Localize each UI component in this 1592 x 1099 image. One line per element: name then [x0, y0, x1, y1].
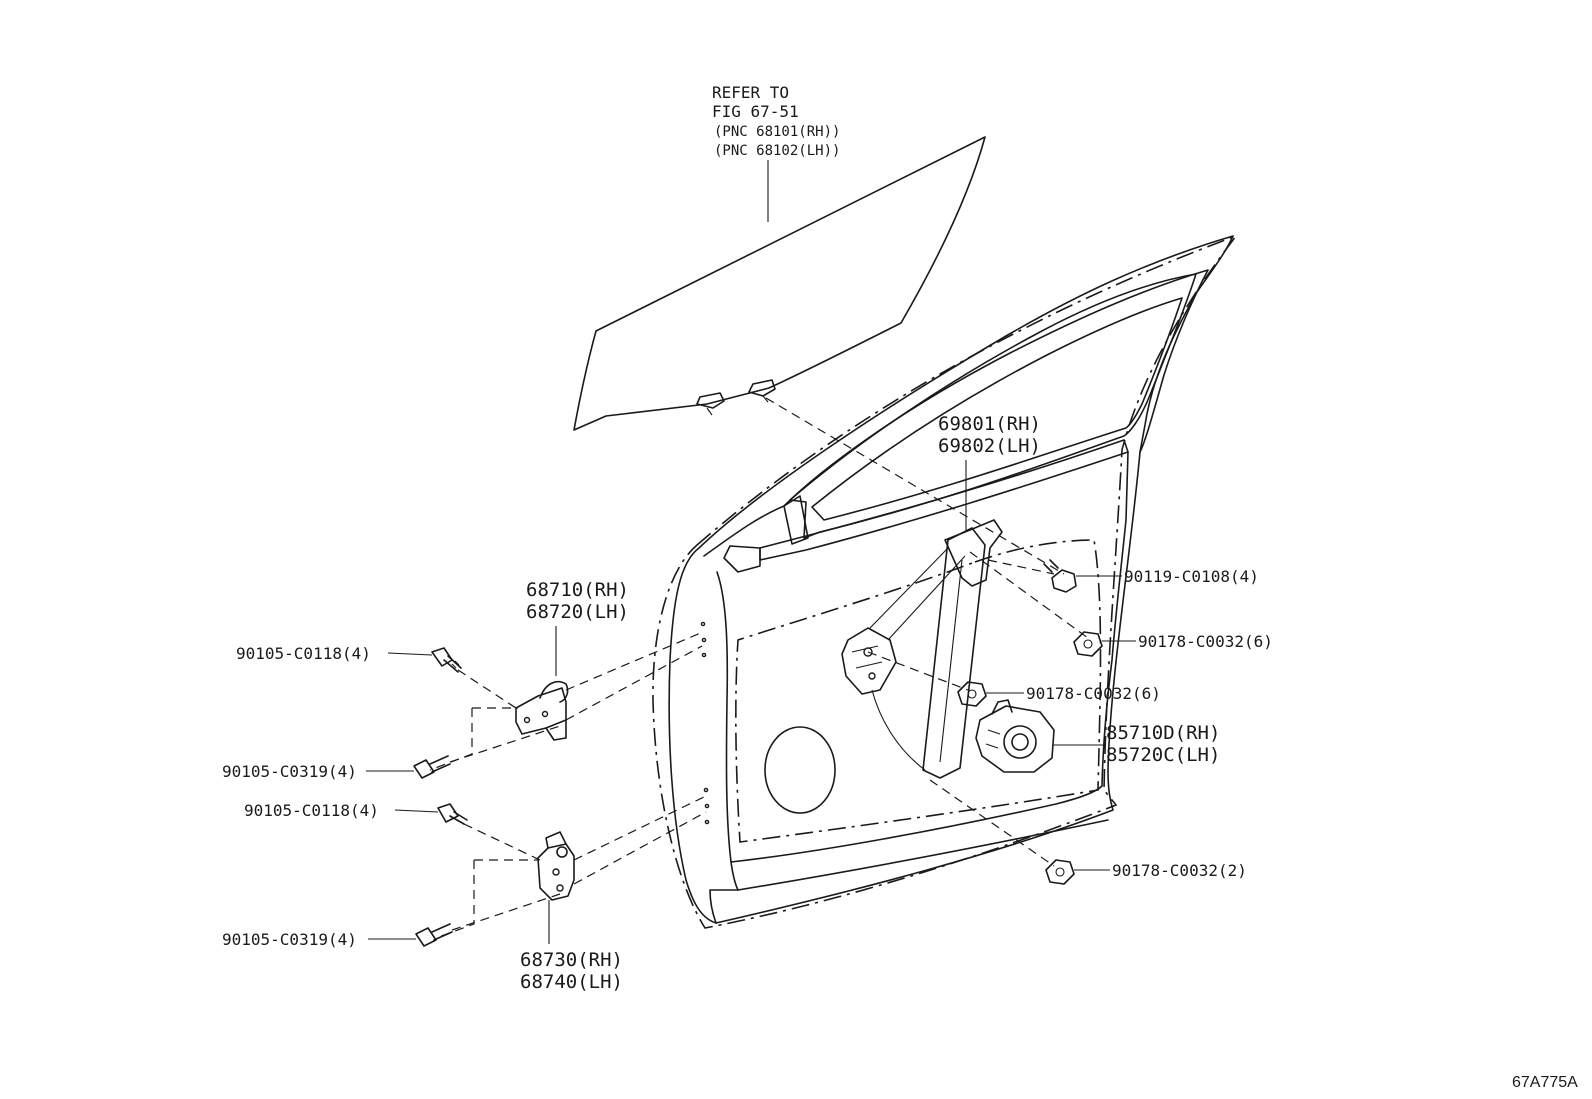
door-glass[interactable]	[573, 136, 986, 431]
lower-hinge-bolt-bottom-label: 90105-C0319(4)	[222, 930, 357, 949]
regulator-nut-bottom-label: 90178-C0032(2)	[1112, 861, 1247, 880]
lower-hinge-rh-label: 68730(RH)	[520, 949, 623, 971]
regulator-nut-right-label: 90178-C0032(6)	[1138, 632, 1273, 651]
motor-lh-label: 85720C(LH)	[1106, 744, 1220, 766]
glass-ref-line2: FIG 67-51	[712, 102, 799, 121]
regulator-bolt-icon[interactable]	[1043, 559, 1077, 593]
glass-ref-line4: (PNC 68102(LH))	[714, 143, 840, 159]
speaker-opening	[764, 726, 836, 814]
assembly-lines	[429, 397, 1089, 939]
regulator-lh-label: 69802(LH)	[938, 435, 1041, 457]
regulator-rh-label: 69801(RH)	[938, 413, 1041, 435]
hinge-hole	[701, 637, 707, 643]
figure-code: 67A775A	[1512, 1074, 1578, 1091]
regulator-motor[interactable]	[975, 699, 1055, 773]
upper-hinge-bolt-top-label: 90105-C0118(4)	[236, 644, 371, 663]
inner-service-panel	[735, 539, 1102, 843]
upper-hinge-lh-label: 68720(LH)	[526, 601, 629, 623]
glass-ref-line1: REFER TO	[712, 83, 789, 102]
hinge-hole	[703, 787, 709, 793]
regulator-bolt-label: 90119-C0108(4)	[1124, 567, 1259, 586]
upper-hinge-bolt-icon[interactable]	[431, 647, 462, 673]
window-regulator[interactable]	[841, 519, 1003, 779]
lower-hinge[interactable]	[537, 831, 575, 901]
regulator-nut-right-icon[interactable]	[1073, 631, 1103, 657]
glass-ref-line3: (PNC 68101(RH))	[714, 124, 840, 140]
motor-rh-label: 85710D(RH)	[1106, 722, 1220, 744]
hinge-hole	[704, 803, 710, 809]
hinge-hole	[701, 652, 707, 658]
hinge-hole	[700, 621, 706, 627]
upper-hinge[interactable]	[515, 680, 569, 741]
upper-hinge-bolt-lower-icon[interactable]	[413, 755, 451, 779]
lower-hinge-bolt-top-label: 90105-C0118(4)	[244, 801, 379, 820]
door-frame-outline	[652, 234, 1239, 929]
regulator-nut-center-icon[interactable]	[957, 681, 987, 707]
glass-reference-callout: REFER TO FIG 67-51 (PNC 68101(RH)) (PNC …	[712, 83, 840, 159]
lower-hinge-bolt-lower-icon[interactable]	[415, 923, 453, 947]
upper-hinge-rh-label: 68710(RH)	[526, 579, 629, 601]
lower-hinge-lh-label: 68740(LH)	[520, 971, 623, 993]
lower-hinge-bolt-icon[interactable]	[437, 803, 468, 825]
door-inner-panel[interactable]	[668, 235, 1234, 924]
regulator-nut-bottom-icon[interactable]	[1045, 859, 1075, 885]
leader-lines	[366, 460, 1136, 944]
regulator-nut-center-label: 90178-C0032(6)	[1026, 684, 1161, 703]
upper-hinge-bolt-bottom-label: 90105-C0319(4)	[222, 762, 357, 781]
hinge-hole	[704, 819, 710, 825]
